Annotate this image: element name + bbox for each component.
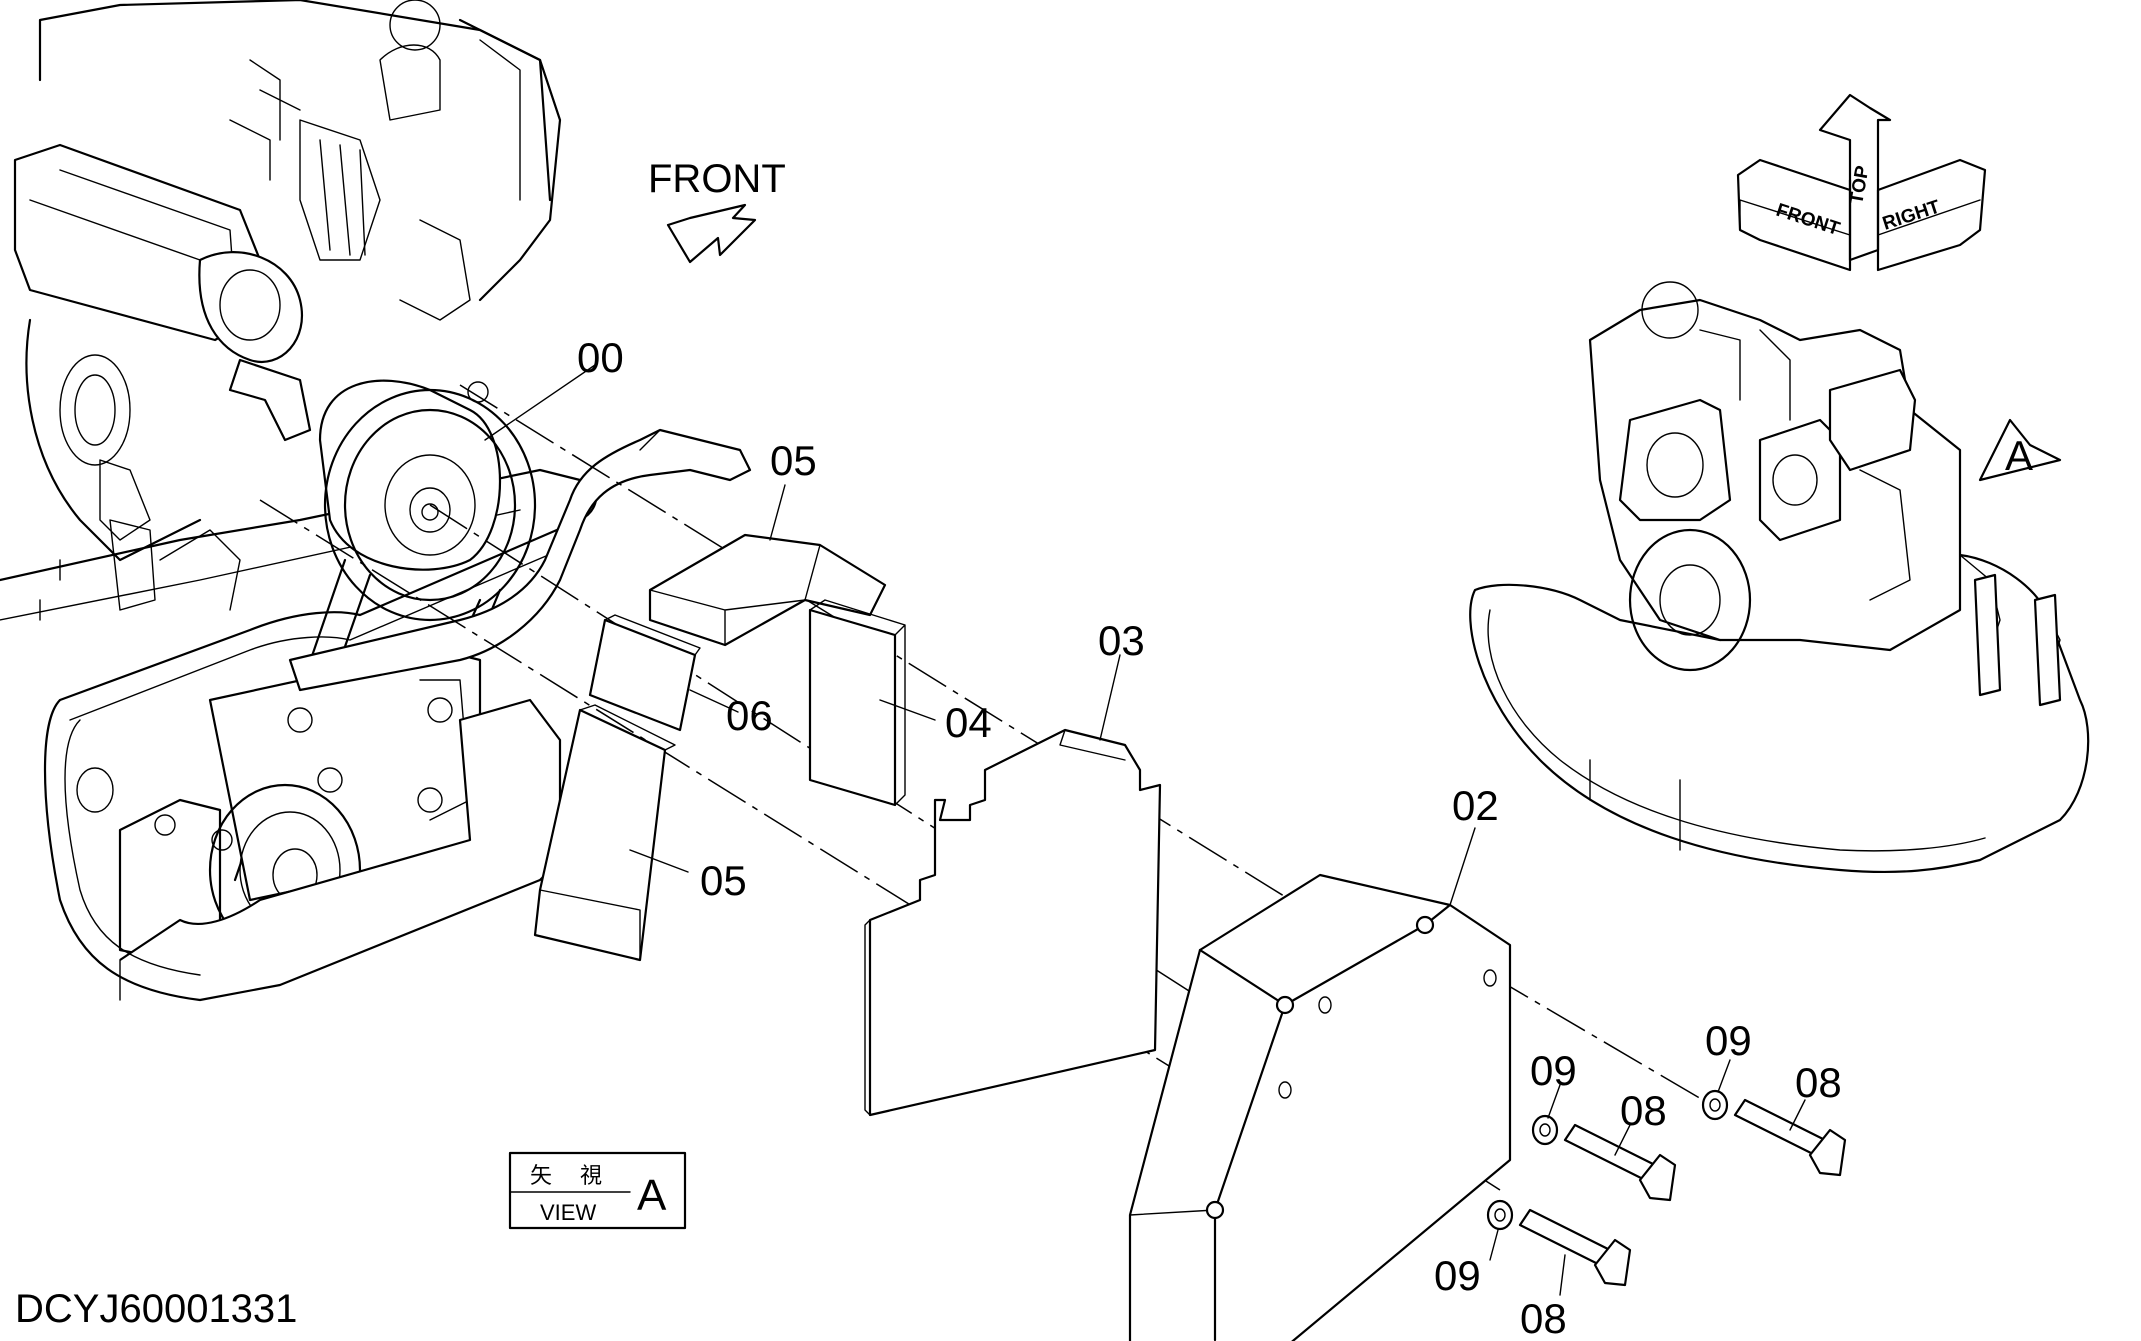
- callout-09-c: 09: [1434, 1252, 1481, 1299]
- callout-06: 06: [726, 692, 773, 739]
- engine-assembly-left: [0, 0, 582, 621]
- view-a-marker: A: [1978, 418, 2062, 482]
- front-arrow-icon: [666, 203, 757, 264]
- leader-lines: [484, 364, 1806, 1296]
- part-08-bolts: [1518, 1098, 1847, 1287]
- lower-pulley-housing: [118, 648, 482, 962]
- cube-right-label: RIGHT: [1880, 196, 1943, 234]
- callout-09-b: 09: [1705, 1017, 1752, 1064]
- view-box-view-label: VIEW: [540, 1200, 596, 1225]
- front-label: FRONT: [648, 157, 786, 201]
- view-box-letter: A: [637, 1171, 667, 1220]
- callout-00: 00: [577, 334, 624, 381]
- engine-assembly-right: [1469, 281, 2090, 874]
- part-06-block: [588, 614, 701, 732]
- part-04-block: [808, 599, 906, 807]
- callout-02: 02: [1452, 782, 1499, 829]
- part-05-lower-block: [533, 704, 676, 962]
- callout-08-b: 08: [1795, 1059, 1842, 1106]
- callout-03: 03: [1098, 617, 1145, 664]
- front-direction-indicator: FRONT: [648, 157, 786, 264]
- view-a-legend-box: 矢 視 VIEW A: [508, 1151, 687, 1230]
- callout-08-a: 08: [1620, 1087, 1667, 1134]
- view-box-kanji-1: 矢: [530, 1163, 552, 1188]
- view-a-letter: A: [2005, 432, 2033, 479]
- callout-05-upper: 05: [770, 437, 817, 484]
- part-03-plate: [864, 728, 1162, 1117]
- callout-08-c: 08: [1520, 1295, 1567, 1341]
- upper-pulley: [318, 379, 537, 622]
- drawing-code: DCYJ60001331: [15, 1287, 297, 1331]
- orientation-cube-icon: FRONT RIGHT TOP: [1736, 93, 1987, 272]
- callout-09-a: 09: [1530, 1047, 1577, 1094]
- mount-bracket: [288, 428, 752, 692]
- callout-05-lower: 05: [700, 857, 747, 904]
- part-02-belt-cover: [1128, 873, 1512, 1341]
- view-box-kanji-2: 視: [580, 1163, 602, 1188]
- part-05-upper-block: [648, 533, 887, 647]
- callout-labels: 00 05 06 04 05 03 02 09 08 09 08 09 08: [577, 334, 1842, 1341]
- part-09-washers: [1486, 1089, 1729, 1231]
- cube-front-label: FRONT: [1773, 200, 1842, 240]
- callout-04: 04: [945, 699, 992, 746]
